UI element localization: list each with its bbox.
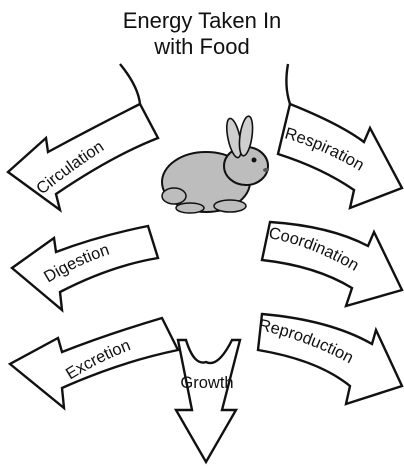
incoming-line-left [120,64,140,104]
arrow-digestion [12,226,158,310]
incoming-line-right [286,64,290,104]
arrow-growth [176,340,240,462]
rabbit-icon [162,115,269,213]
label-growth: Growth [180,374,233,392]
